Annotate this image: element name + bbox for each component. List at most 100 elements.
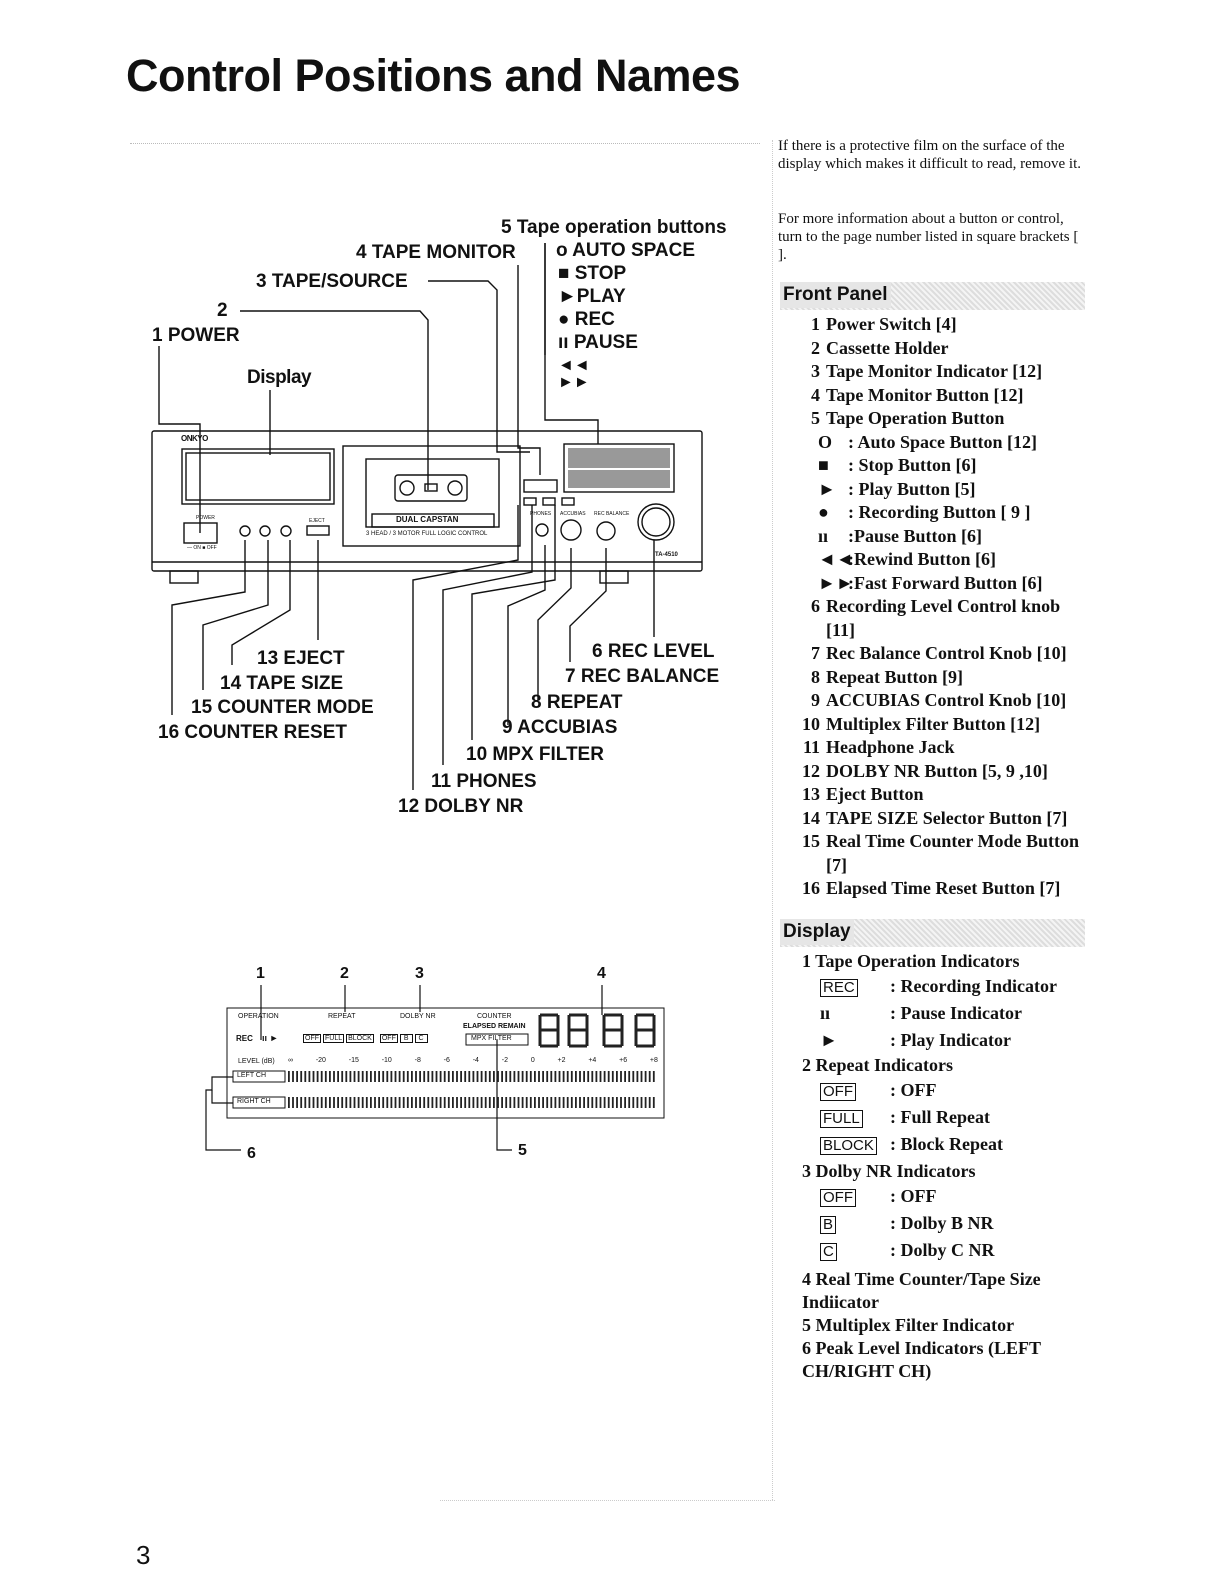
indicator-row: ıı: Pause Indicator xyxy=(802,1000,1082,1027)
deck-phones-label: PHONES xyxy=(530,511,552,517)
disp-box-c: C xyxy=(414,1034,428,1043)
deck-motor: 3 HEAD / 3 MOTOR FULL LOGIC CONTROL xyxy=(366,531,488,537)
level-segment xyxy=(620,1097,622,1108)
level-segment xyxy=(349,1097,352,1108)
disp-repeat-label: REPEAT xyxy=(328,1013,356,1020)
level-segment xyxy=(415,1097,417,1108)
level-segment xyxy=(509,1071,512,1082)
callout-accubias: 9 ACCUBIAS xyxy=(502,717,618,738)
subitem-text: :Pause Button [6] xyxy=(848,525,982,546)
item-text: Rec Balance Control Knob [10] xyxy=(826,643,1067,663)
disp-box-full: FULL xyxy=(323,1034,345,1043)
level-segment xyxy=(357,1071,360,1082)
disp-box-b: B xyxy=(399,1034,413,1043)
display-heading: Display xyxy=(780,919,1085,947)
disp-box-dolby-off: OFF xyxy=(379,1034,398,1043)
indicator-glyph: ıı xyxy=(820,1003,831,1023)
item-number: 7 xyxy=(811,643,820,663)
level-segment xyxy=(493,1097,495,1108)
level-segment xyxy=(312,1071,315,1082)
level-segment xyxy=(337,1071,339,1082)
indicator-row: OFF : OFF xyxy=(802,1077,1082,1104)
level-segment xyxy=(583,1071,585,1082)
level-segment xyxy=(390,1071,393,1082)
level-segment xyxy=(636,1097,639,1108)
level-segment xyxy=(562,1071,565,1082)
level-segment xyxy=(575,1071,577,1082)
indicator-text: : OFF xyxy=(890,1080,937,1100)
scale-tick: -2 xyxy=(501,1057,508,1064)
indicator-text: : OFF xyxy=(890,1186,937,1206)
level-segment xyxy=(394,1097,397,1108)
level-segment xyxy=(349,1071,352,1082)
level-segment xyxy=(575,1097,577,1108)
level-segment xyxy=(468,1071,471,1082)
disp-num-3: 3 xyxy=(415,965,424,982)
level-segment xyxy=(374,1071,376,1082)
level-segment xyxy=(443,1071,446,1082)
front-panel-item: 7 Rec Balance Control Knob [10] xyxy=(796,642,1091,666)
level-segment xyxy=(329,1097,331,1108)
scale-tick: -6 xyxy=(443,1057,450,1064)
item-number: 16 xyxy=(802,878,820,898)
indicator-text: : Play Indicator xyxy=(890,1030,1011,1050)
level-segment xyxy=(439,1071,442,1082)
level-segment xyxy=(464,1071,467,1082)
level-segment xyxy=(566,1071,569,1082)
tape-button-icon: ıı xyxy=(818,525,829,546)
display-list: 1 Tape Operation Indicators REC: Recordi… xyxy=(802,950,1082,1383)
display-heading-text: Display xyxy=(780,919,854,945)
tape-button-icon: ● xyxy=(818,502,829,522)
callout-tape-monitor: 4 TAPE MONITOR xyxy=(356,242,516,263)
tape-operation-subitem: ■: Stop Button [6] xyxy=(796,454,1091,478)
level-segment xyxy=(357,1097,360,1108)
tape-button-icon: O xyxy=(818,431,833,452)
callout-display: Display xyxy=(247,367,312,388)
level-segment xyxy=(419,1097,421,1108)
indicator-icon: FULL xyxy=(802,1106,890,1129)
level-segment xyxy=(320,1097,323,1108)
indicator-glyph: OFF xyxy=(820,1083,856,1101)
level-segment xyxy=(636,1071,639,1082)
level-segment xyxy=(513,1097,516,1108)
indicator-text: : Block Repeat xyxy=(890,1134,1003,1154)
level-segment xyxy=(406,1071,409,1082)
page-number: 3 xyxy=(136,1540,151,1570)
item-number: 6 xyxy=(811,596,820,616)
level-segment xyxy=(464,1097,467,1108)
level-segment xyxy=(607,1071,610,1082)
level-segment xyxy=(628,1071,631,1082)
level-segment xyxy=(431,1097,434,1108)
item-text: TAPE SIZE Selector Button [7] xyxy=(826,807,1068,828)
subitem-text: : Stop Button [6] xyxy=(848,455,977,475)
indicator-row: FULL: Full Repeat xyxy=(802,1104,1082,1131)
item-number: 4 xyxy=(811,384,820,405)
level-segment xyxy=(361,1071,364,1082)
front-panel-heading-text: Front Panel xyxy=(780,282,891,308)
display-group-5: 5 Multiplex Filter Indicator xyxy=(802,1315,1015,1335)
level-segment xyxy=(288,1071,290,1082)
callout-counter-reset: 16 COUNTER RESET xyxy=(158,722,347,743)
item-number: 1 xyxy=(811,314,820,334)
level-segment xyxy=(447,1071,450,1082)
level-segment xyxy=(644,1097,647,1108)
disp-num-4: 4 xyxy=(597,965,606,982)
level-segment xyxy=(529,1097,532,1108)
callout-auto-space: o AUTO SPACE xyxy=(556,240,695,261)
level-segment xyxy=(386,1097,389,1108)
level-segment xyxy=(435,1097,438,1108)
level-segment xyxy=(353,1071,356,1082)
callout-rec-balance: 7 REC BALANCE xyxy=(565,666,720,687)
level-segment xyxy=(648,1097,651,1108)
tape-button-icon: ◄◄ xyxy=(818,549,854,569)
disp-mpx-label: MPX FILTER xyxy=(471,1035,512,1042)
level-segment xyxy=(320,1071,323,1082)
level-segment xyxy=(333,1097,335,1108)
level-segment xyxy=(493,1071,495,1082)
scale-tick: +4 xyxy=(588,1057,597,1064)
